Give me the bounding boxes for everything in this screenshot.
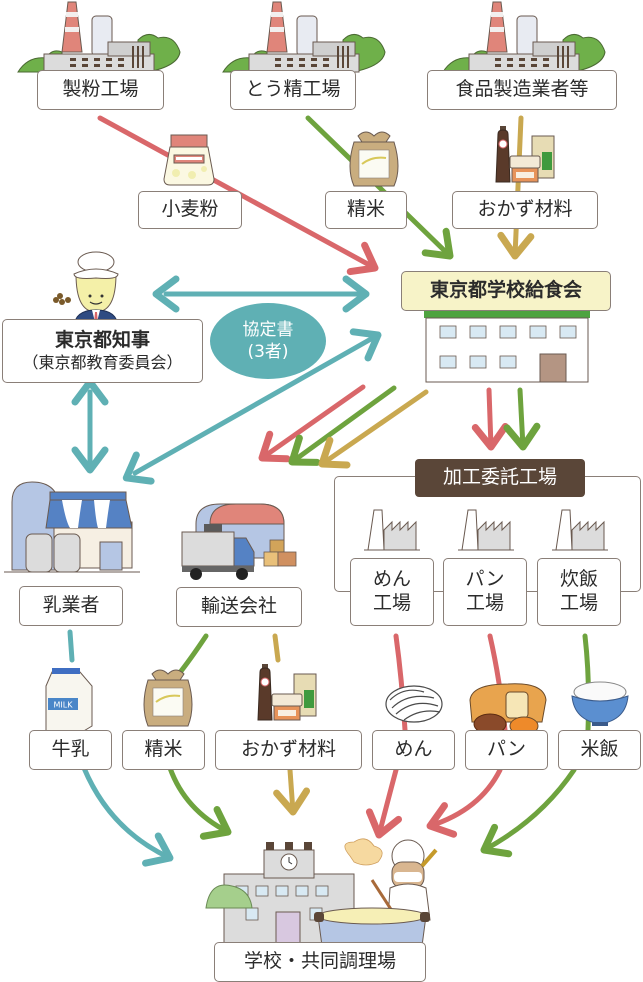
factory-icon [17, 1, 181, 73]
noodle-factory-line2: 工場 [372, 592, 411, 614]
rice-bottom-goods-label: 精米 [144, 738, 183, 761]
noodle-factory-icon [364, 509, 420, 551]
noodle-factory-line1: めん [372, 568, 411, 591]
steamed-rice-goods-label: 米飯 [580, 738, 619, 761]
milk-to-school-arrow [67, 629, 170, 858]
noodles-goods-label: めん [394, 738, 433, 761]
rice-cooking-factory-line1: 炊飯 [559, 568, 598, 591]
kyushoku-kai-box: 東京都学校給食会 [401, 271, 611, 311]
rice-bag-icon [143, 669, 193, 727]
noodles-goods-box: めん [372, 730, 455, 770]
agreement-line2: (3者) [247, 342, 289, 362]
flour-goods-label: 小麦粉 [161, 198, 219, 221]
rice-mill-label: とう精工場 [245, 78, 341, 101]
delivery-truck-icon [181, 503, 297, 580]
flour-to-transport-arrow [258, 384, 366, 463]
milk-goods-label: 牛乳 [51, 738, 90, 761]
rice-flow-arrow [305, 115, 454, 260]
rice-bottom-goods-box: 精米 [122, 730, 205, 770]
governor-title: 東京都知事 [54, 329, 150, 352]
flour-goods-box: 小麦粉 [138, 191, 242, 229]
transport-label: 輸送会社 [200, 595, 277, 618]
governor-subtitle: （東京都教育委員会） [22, 352, 183, 372]
rice-mill-box: とう精工場 [230, 70, 356, 110]
flour-mill-box: 製粉工場 [37, 70, 164, 110]
rice-cooking-factory-box: 炊飯 工場 [537, 558, 621, 626]
rice-bag-icon [349, 131, 399, 187]
bread-factory-line2: 工場 [465, 592, 504, 614]
rice-to-transport-arrow [288, 385, 397, 466]
side-bottom-goods-box: おかず材料 [215, 730, 362, 770]
factory-icon [222, 1, 386, 73]
transport-box: 輸送会社 [176, 587, 302, 627]
bread-factory-box: パン 工場 [443, 558, 527, 626]
bread-icon [469, 683, 547, 736]
destination-box: 学校・共同調理場 [214, 942, 426, 982]
side-to-school-arrow [275, 633, 293, 812]
side-ingredients-flow-arrow [497, 115, 535, 260]
milk-carton-label: MILK [54, 701, 74, 710]
kyushoku-building-icon [424, 308, 590, 383]
milk-goods-box: 牛乳 [29, 730, 112, 770]
noodles-icon [385, 685, 443, 723]
dairy-shop-icon [4, 481, 140, 573]
food-makers-box: 食品製造業者等 [427, 70, 617, 110]
rice-bowl-icon [571, 681, 629, 726]
bread-factory-line1: パン [465, 568, 505, 591]
cook-icon [314, 838, 438, 951]
governor-mascot-icon [53, 251, 119, 329]
destination-label: 学校・共同調理場 [243, 950, 396, 973]
side-ingredients-goods-label: おかず材料 [477, 198, 573, 221]
flour-bag-icon [163, 134, 215, 186]
factory-icon [442, 1, 606, 73]
dairy-box: 乳業者 [19, 586, 123, 626]
bread-factory-icon [458, 509, 514, 551]
agreement-dairy-kyushoku-arrow [122, 328, 382, 485]
rice-goods-label: 精米 [346, 198, 385, 221]
side-ingredients-goods-box: おかず材料 [452, 191, 598, 229]
processing-title-box: 加工委託工場 [415, 459, 585, 497]
steamed-rice-goods-box: 米飯 [558, 730, 641, 770]
rice-cooking-factory-line2: 工場 [559, 592, 598, 614]
flour-to-processing-arrow [471, 387, 509, 451]
processing-title: 加工委託工場 [442, 466, 557, 489]
flour-mill-label: 製粉工場 [62, 78, 139, 101]
dairy-label: 乳業者 [42, 594, 100, 617]
bread-goods-box: パン [465, 730, 548, 770]
milk-carton-icon: MILK [45, 668, 93, 733]
side-ingredients-icon [495, 126, 555, 183]
kyushoku-kai-label: 東京都学校給食会 [429, 279, 582, 302]
governor-box: 東京都知事 （東京都教育委員会） [2, 319, 203, 383]
agreement-ellipse: 協定書 (3者) [210, 303, 326, 379]
food-makers-label: 食品製造業者等 [455, 78, 589, 101]
rice-to-processing-arrow [503, 387, 541, 451]
bread-goods-label: パン [487, 738, 526, 761]
agreement-line1: 協定書 [242, 319, 294, 340]
side-ingredients-icon [257, 664, 317, 721]
rice-goods-box: 精米 [325, 191, 407, 229]
noodle-factory-box: めん 工場 [350, 558, 434, 626]
rice-cooking-factory-icon [552, 509, 608, 551]
side-bottom-goods-label: おかず材料 [240, 738, 336, 761]
bush-icon [205, 884, 253, 909]
side-to-transport-arrow [318, 389, 429, 469]
